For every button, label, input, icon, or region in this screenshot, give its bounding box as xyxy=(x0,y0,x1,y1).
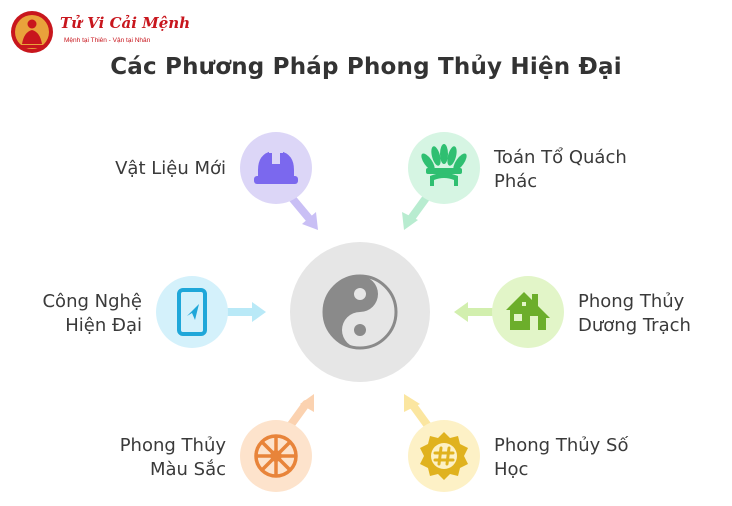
label-phong-thuy-mau-sac: Phong Thủy Màu Sắc xyxy=(119,435,226,480)
hashtag-badge-icon xyxy=(420,432,468,480)
node-toan-to-quach-phac xyxy=(408,132,480,204)
site-logo[interactable]: Tử Vi Cải Mệnh Mệnh tại Thiên - Vận tại … xyxy=(10,8,190,56)
node-cong-nghe-hien-dai xyxy=(156,276,228,348)
label-vat-lieu-moi: Vật Liệu Mới xyxy=(115,158,226,179)
smartphone-icon xyxy=(177,288,207,336)
diagram-title: Các Phương Pháp Phong Thủy Hiện Đại xyxy=(110,54,622,80)
yin-yang-icon xyxy=(322,274,398,350)
logo-subtitle: Mệnh tại Thiên - Vận tại Nhân xyxy=(64,37,151,44)
hard-hat-icon xyxy=(254,149,298,184)
label-cong-nghe-hien-dai: Công Nghệ Hiện Đại xyxy=(42,291,142,336)
feather-crown-icon xyxy=(421,144,467,186)
arrow-toan-to xyxy=(406,194,430,224)
color-wheel-icon xyxy=(254,434,298,478)
label-phong-thuy-so-hoc: Phong Thủy Số Học xyxy=(494,435,629,480)
buddha-logo-icon xyxy=(11,11,53,53)
arrow-vat-lieu-moi xyxy=(288,194,316,226)
node-phong-thuy-so-hoc xyxy=(408,420,480,492)
node-phong-thuy-duong-trach xyxy=(492,276,564,348)
arrow-mau-sac xyxy=(286,400,310,430)
house-icon xyxy=(506,292,550,330)
node-phong-thuy-mau-sac xyxy=(240,420,312,492)
logo-title: Tử Vi Cải Mệnh xyxy=(60,14,191,32)
arrow-so-hoc xyxy=(408,400,432,430)
label-phong-thuy-duong-trach: Phong Thủy Dương Trạch xyxy=(578,291,691,336)
node-vat-lieu-moi xyxy=(240,132,312,204)
label-toan-to-quach-phac: Toán Tổ Quách Phác xyxy=(494,147,627,192)
